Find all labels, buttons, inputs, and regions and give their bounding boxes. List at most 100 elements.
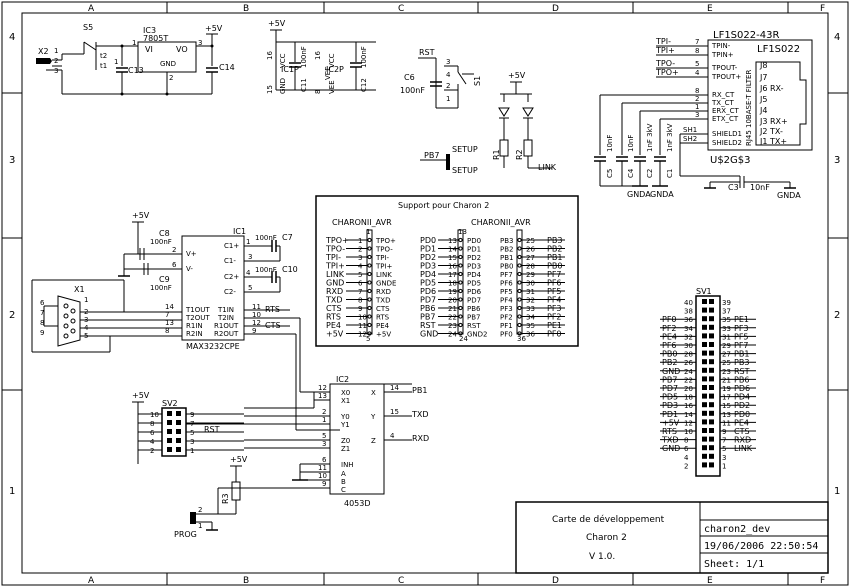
sv1-left-num: 24 <box>684 368 693 376</box>
svg-text:J8: J8 <box>759 61 767 70</box>
sv1-right-num: 23 <box>722 368 731 376</box>
svg-text:J6 RX-: J6 RX- <box>759 84 784 93</box>
col-label-bottom: D <box>552 576 559 586</box>
sheet-number: Sheet: 1/1 <box>704 559 764 570</box>
svg-text:3: 3 <box>198 39 202 47</box>
sv2-right-num: 1 <box>190 447 194 455</box>
support-mid-outer: PD4 <box>420 270 436 279</box>
support-mid-outer: PB6 <box>420 304 435 313</box>
svg-text:6: 6 <box>172 261 177 269</box>
support-right-inner: PF5 <box>500 288 513 296</box>
svg-text:RX_CT: RX_CT <box>712 91 735 99</box>
svg-text:9: 9 <box>252 327 256 335</box>
led-section: +5V R1 R2 LINK PB7 SETUP SETUP <box>420 71 557 175</box>
sv1-label: SV1 <box>696 287 712 296</box>
sv1-left-num: 28 <box>684 351 693 359</box>
sv1-left-signal: PD5 <box>662 393 678 402</box>
sv1-left-signal: PD7 <box>662 384 678 393</box>
sv1-right-num: 13 <box>722 411 731 419</box>
support-mid-inner: PD0 <box>467 237 481 245</box>
svg-text:Z: Z <box>371 437 376 445</box>
svg-text:4: 4 <box>695 69 700 77</box>
svg-text:X: X <box>371 389 376 397</box>
svg-text:J7: J7 <box>759 73 767 82</box>
rst-label: RST <box>204 425 220 434</box>
svg-text:GNDA: GNDA <box>650 190 674 199</box>
support-left-inner: TPI- <box>375 254 390 262</box>
svg-text:SH1: SH1 <box>683 126 697 134</box>
support-mid-num: 23 <box>448 322 457 330</box>
db9-connector: X1 1 2 3 4 5 6 7 8 9 <box>31 279 182 353</box>
pb7-label: PB7 <box>424 151 439 160</box>
svg-text:11: 11 <box>252 303 261 311</box>
svg-text:2: 2 <box>695 95 699 103</box>
svg-text:V+: V+ <box>186 250 197 258</box>
ic2p-label: IC2P <box>326 65 344 74</box>
sv1-left-signal: PD3 <box>662 401 678 410</box>
support-mid-inner: PD4 <box>467 271 482 279</box>
svg-text:C1+: C1+ <box>224 242 239 250</box>
c11-label: C11 <box>300 78 308 92</box>
support-mid-num: 22 <box>448 314 457 322</box>
support-title: Support pour Charon 2 <box>398 201 489 210</box>
support-left-num: 7 <box>358 288 362 296</box>
prog-label: PROG <box>174 530 197 539</box>
row-label: 4 <box>9 32 15 43</box>
svg-text:Y: Y <box>370 413 376 421</box>
title-block: Carte de développement Charon 2 V 1.0. c… <box>515 501 829 574</box>
sv1-right-signal: PF3 <box>734 324 749 333</box>
svg-text:10nF: 10nF <box>606 135 614 152</box>
sv1-left-num: 40 <box>684 299 693 307</box>
svg-text:INH: INH <box>341 461 354 469</box>
sv1-right-num: 35 <box>722 316 731 324</box>
p5v-label: +5V <box>132 391 150 400</box>
svg-text:2: 2 <box>54 57 58 65</box>
support-left-inner: TPO- <box>375 246 393 254</box>
col-label-top: A <box>88 4 95 14</box>
svg-text:1: 1 <box>246 238 250 246</box>
support-left-outer: LINK <box>326 270 345 279</box>
support-mid-outer: PD0 <box>420 236 436 245</box>
row-label: 2 <box>834 310 840 321</box>
support-right-inner: PB1 <box>500 254 513 262</box>
ic2-label: IC2 <box>336 375 349 384</box>
support-mid-inner: PD3 <box>467 263 481 271</box>
support-left-inner: LINK <box>376 271 392 279</box>
svg-text:4: 4 <box>390 432 395 440</box>
svg-text:12: 12 <box>252 319 261 327</box>
support-left-outer: RXD <box>326 287 343 296</box>
s5-label: S5 <box>83 23 93 32</box>
sv1-right-signal: PD4 <box>734 393 750 402</box>
max3232-chip <box>181 235 245 341</box>
sv2-right-num: 3 <box>190 438 194 446</box>
svg-text:ERX_CT: ERX_CT <box>712 107 739 115</box>
vee-label: VEE <box>328 80 336 94</box>
sv1-right-signal: PD6 <box>734 384 750 393</box>
support-left-inner: PE4 <box>376 322 390 330</box>
support-right-inner: PB3 <box>500 237 513 245</box>
version: V 1.0. <box>589 552 615 562</box>
sv1-left-signal: TXD <box>661 436 679 445</box>
sv1-left-num: 34 <box>684 325 693 333</box>
reset-section: RST C6 100nF 3 4 2 1 S1 <box>400 48 482 109</box>
support-mid-inner: RST <box>467 322 481 330</box>
sv1-right-num: 7 <box>722 437 726 445</box>
p5v-label: +5V <box>205 24 223 33</box>
sv1-left-num: 8 <box>684 437 688 445</box>
support-right-num: 26 <box>526 246 535 254</box>
sv1-right-signal: RST <box>734 367 750 376</box>
support-right-outer: PF7 <box>547 270 562 279</box>
cts-label: CTS <box>265 321 281 330</box>
svg-text:10nF: 10nF <box>627 135 635 152</box>
svg-text:B: B <box>341 478 346 486</box>
sv1-left-signal: PB2 <box>662 358 677 367</box>
svg-text:5: 5 <box>695 60 699 68</box>
svg-text:C2: C2 <box>646 169 654 178</box>
support-right-outer: PF4 <box>547 296 562 305</box>
svg-text:X1: X1 <box>341 397 350 405</box>
svg-text:TPIN+: TPIN+ <box>711 51 734 59</box>
svg-text:C4: C4 <box>627 168 635 178</box>
svg-text:Y1: Y1 <box>340 421 350 429</box>
